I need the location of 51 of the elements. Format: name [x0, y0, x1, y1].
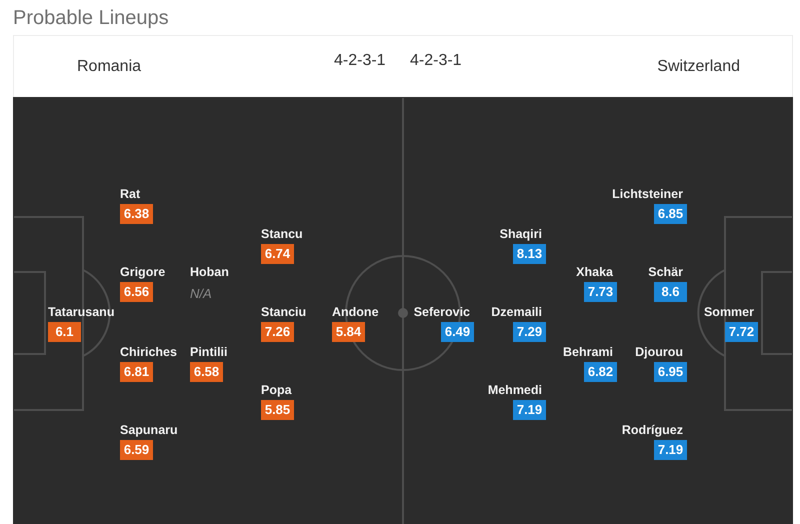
player-name: Lichtsteiner [612, 186, 683, 202]
player-rating: 5.84 [332, 322, 365, 342]
player-rating: 6.58 [190, 362, 223, 382]
player-rating: 7.19 [513, 400, 546, 420]
player-rating: 5.85 [261, 400, 294, 420]
player-name: Pintilii [190, 344, 228, 360]
player-rating: 7.26 [261, 322, 294, 342]
player-name: Tatarusanu [48, 304, 114, 320]
player-rating: 6.85 [654, 204, 687, 224]
player-name: Andone [332, 304, 379, 320]
player-name: Hoban [190, 264, 229, 280]
player-rating: 6.95 [654, 362, 687, 382]
player-name: Dzemaili [491, 304, 542, 320]
player-name: Sapunaru [120, 422, 178, 438]
player-rating: 6.56 [120, 282, 153, 302]
match-header [13, 35, 793, 98]
team-name: Switzerland [657, 57, 740, 77]
player-name: Djourou [635, 344, 683, 360]
player-name: Grigore [120, 264, 166, 280]
player-rating: 6.81 [120, 362, 153, 382]
player-name: Stancu [261, 226, 303, 242]
player-rating: 6.1 [48, 322, 81, 342]
player-rating: 7.72 [725, 322, 758, 342]
player-name: Chiriches [120, 344, 177, 360]
player-name: Xhaka [576, 264, 613, 280]
player-rating: 6.82 [584, 362, 617, 382]
player-rating: 7.73 [584, 282, 617, 302]
player-rating: 6.49 [441, 322, 474, 342]
page-title: Probable Lineups [13, 6, 169, 30]
player-rating: 7.29 [513, 322, 546, 342]
player-rating: 8.6 [654, 282, 687, 302]
football-pitch [13, 97, 793, 524]
player-rating: 6.74 [261, 244, 294, 264]
player-name: Behrami [562, 344, 613, 360]
player-name: Popa [261, 382, 292, 398]
player-name: Seferovic [414, 304, 470, 320]
missing-rating: N/A [190, 286, 212, 300]
player-rating: 6.38 [120, 204, 153, 224]
player-name: Rat [120, 186, 140, 202]
player-name: Stanciu [261, 304, 306, 320]
player-rating: 6.59 [120, 440, 153, 460]
team-name: Romania [77, 57, 142, 77]
formation: 4-2-3-1 [334, 51, 386, 71]
player-rating: 8.13 [513, 244, 546, 264]
player-name: Sommer [704, 304, 754, 320]
player-name: Mehmedi [488, 382, 542, 398]
player-rating: 7.19 [654, 440, 687, 460]
formation: 4-2-3-1 [410, 51, 462, 71]
player-name: Rodríguez [622, 422, 683, 438]
player-name: Shaqiri [500, 226, 542, 242]
player-name: Schär [648, 264, 683, 280]
